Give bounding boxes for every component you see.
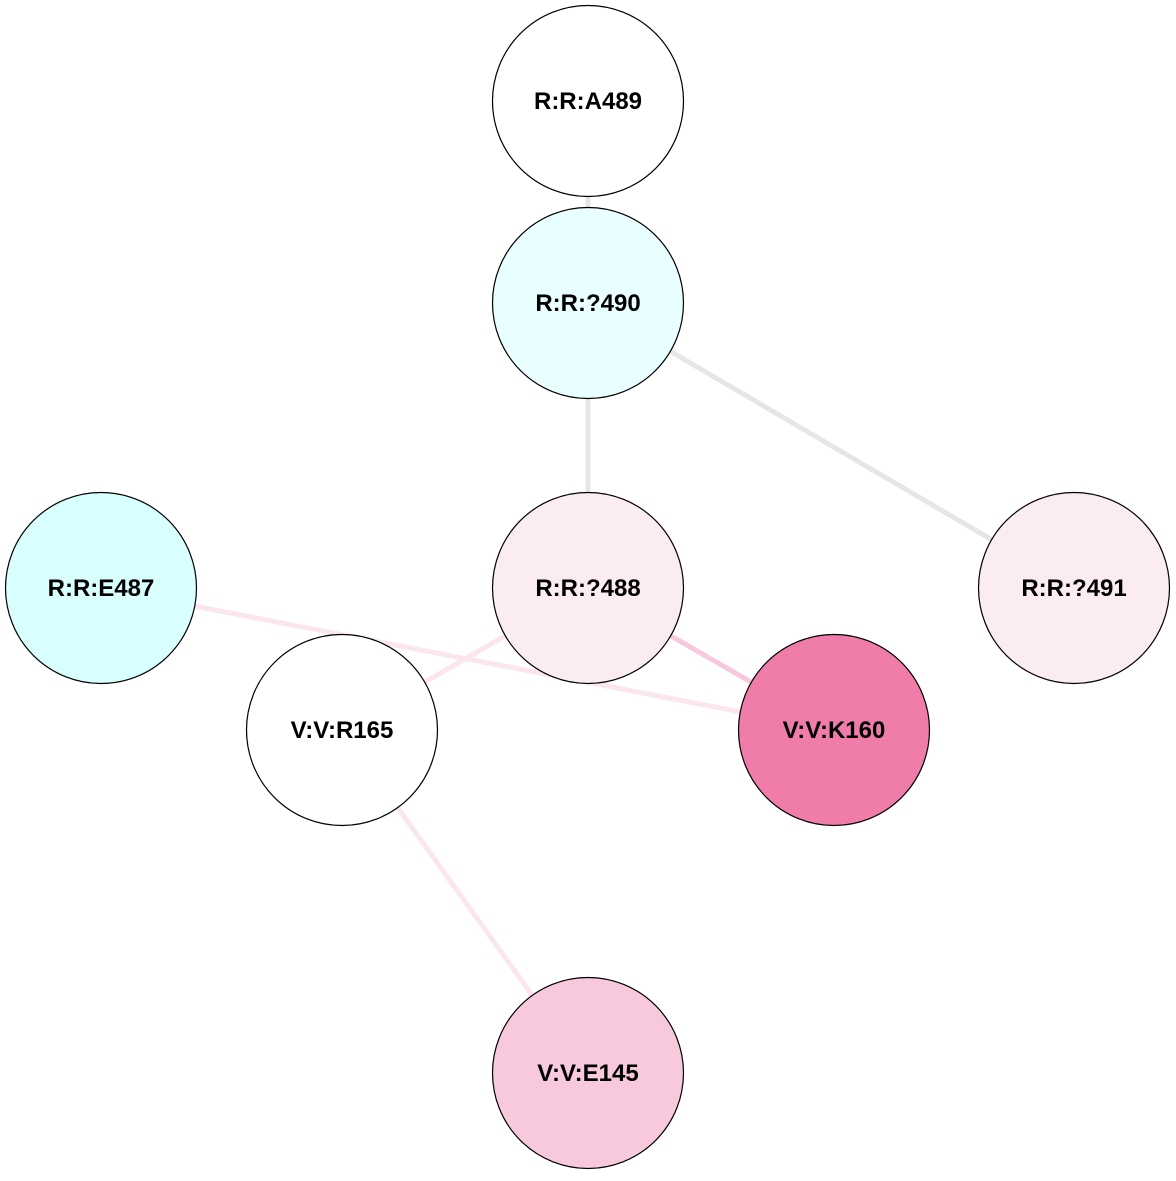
node-circle bbox=[491, 4, 685, 198]
node-circle bbox=[491, 206, 685, 400]
node-E487[interactable]: R:R:E487 bbox=[4, 491, 198, 685]
node-label: R:R:?491 bbox=[1021, 575, 1126, 602]
node-label: R:R:?488 bbox=[535, 575, 640, 602]
node-circle bbox=[737, 633, 931, 827]
node-label: V:V:R165 bbox=[291, 717, 394, 744]
node-circle bbox=[491, 491, 685, 685]
node-Q491[interactable]: R:R:?491 bbox=[977, 491, 1171, 685]
node-label: R:R:E487 bbox=[48, 575, 155, 602]
node-E145[interactable]: V:V:E145 bbox=[491, 976, 685, 1170]
node-circle bbox=[491, 976, 685, 1170]
node-circle bbox=[245, 633, 439, 827]
node-label: V:V:E145 bbox=[537, 1060, 638, 1087]
node-circle bbox=[977, 491, 1171, 685]
node-label: R:R:A489 bbox=[534, 88, 642, 115]
node-A489[interactable]: R:R:A489 bbox=[491, 4, 685, 198]
node-R165[interactable]: V:V:R165 bbox=[245, 633, 439, 827]
node-K160[interactable]: V:V:K160 bbox=[737, 633, 931, 827]
node-Q488[interactable]: R:R:?488 bbox=[491, 491, 685, 685]
node-label: V:V:K160 bbox=[783, 717, 886, 744]
node-circle bbox=[4, 491, 198, 685]
node-Q490[interactable]: R:R:?490 bbox=[491, 206, 685, 400]
node-label: R:R:?490 bbox=[535, 290, 640, 317]
